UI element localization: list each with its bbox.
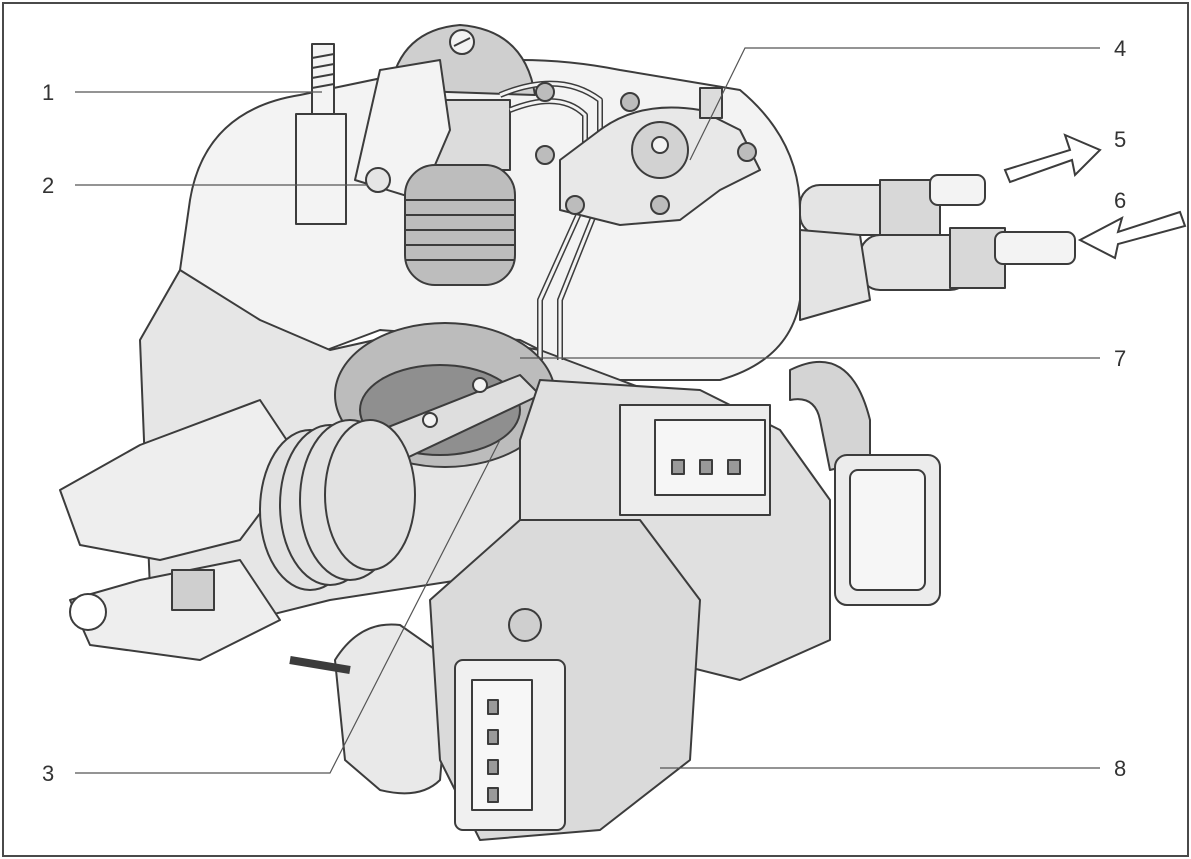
fuel-pipe-supply bbox=[859, 227, 1076, 291]
flow-arrows bbox=[1003, 133, 1187, 260]
callout-4: 4 bbox=[1114, 36, 1126, 61]
leader-4 bbox=[689, 47, 1100, 161]
callout-7: 7 bbox=[1114, 346, 1126, 371]
callout-2: 2 bbox=[42, 173, 54, 198]
callout-5: 5 bbox=[1114, 127, 1126, 152]
leader-3 bbox=[75, 439, 501, 774]
arrow-5 bbox=[1003, 133, 1102, 184]
clamp-screw bbox=[365, 167, 391, 193]
callout-6: 6 bbox=[1114, 188, 1126, 213]
cover-screws bbox=[535, 82, 757, 215]
lever-eye bbox=[69, 593, 107, 631]
idle-screw bbox=[289, 656, 351, 674]
coolant-hose bbox=[789, 360, 871, 471]
fuel-pipe-return bbox=[799, 174, 986, 236]
callout-1: 1 bbox=[42, 80, 54, 105]
stud-base bbox=[295, 113, 347, 225]
throttle-body-illustration bbox=[59, 24, 1076, 841]
pressure-regulator-cylinder bbox=[404, 164, 516, 286]
leader-lines bbox=[75, 47, 1100, 774]
lever-nut bbox=[171, 569, 215, 611]
return-spring bbox=[259, 419, 416, 591]
sensor-screw bbox=[508, 608, 542, 642]
top-bolt bbox=[699, 87, 723, 119]
fuel-hose bbox=[799, 229, 871, 321]
callout-3: 3 bbox=[42, 761, 54, 786]
callout-numbers: 1 2 3 4 5 6 7 8 bbox=[42, 36, 1126, 786]
arrow-6 bbox=[1077, 210, 1187, 260]
callout-8: 8 bbox=[1114, 756, 1126, 781]
